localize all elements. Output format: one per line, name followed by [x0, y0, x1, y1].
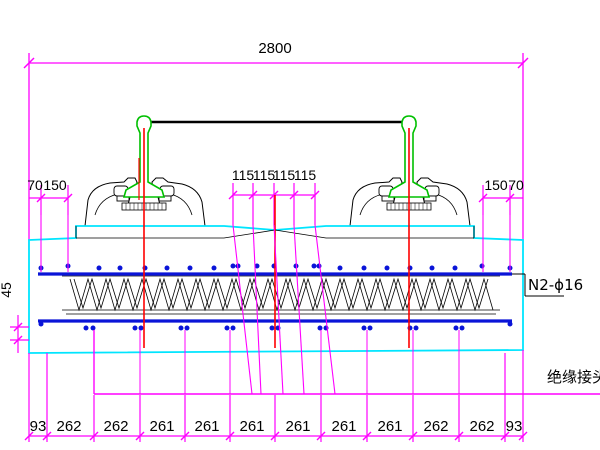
bottom-dim-8: 261	[331, 418, 356, 435]
top-left-dimensions: 70 150	[27, 177, 73, 215]
insulation-label: 绝缘接头	[547, 368, 600, 386]
bottom-dim-2: 262	[56, 418, 81, 435]
dim-115-b: 115	[253, 167, 276, 183]
leader-lines	[40, 215, 511, 395]
dim-70-left: 70	[27, 177, 43, 193]
lattice-truss	[62, 275, 500, 315]
bottom-dim-9: 261	[377, 418, 402, 435]
overall-dimension-label: 2800	[258, 40, 291, 57]
bottom-dim-6: 261	[239, 418, 264, 435]
center-dimensions: 115 115 115 115	[228, 167, 320, 225]
bottom-dim-1: 93	[30, 418, 47, 435]
insulation-joint-callout: 绝缘接头	[93, 330, 600, 395]
red-center-lines	[143, 128, 410, 348]
bottom-dim-11: 262	[469, 418, 494, 435]
bottom-dim-3: 262	[103, 418, 128, 435]
dim-115-c: 115	[273, 167, 296, 183]
dim-70-right: 70	[508, 177, 524, 193]
dim-150-left: 150	[43, 177, 67, 193]
dim-150-right: 150	[484, 177, 508, 193]
side-dimension-45: 45	[0, 282, 29, 353]
bottom-rebar-dots	[38, 321, 513, 331]
bottom-dim-10: 262	[423, 418, 448, 435]
bottom-dimensions: 93 262 262 261 261 261 261 261 261 262 2…	[24, 350, 528, 442]
top-right-dimensions: 150 70	[478, 177, 524, 215]
overall-dimension: 2800	[23, 40, 529, 250]
rebar-label: N2-ϕ16	[528, 276, 583, 294]
bottom-dim-12: 93	[506, 418, 523, 435]
dim-115-a: 115	[232, 167, 255, 183]
dim-115-d: 115	[294, 167, 317, 183]
bottom-leader-lines	[139, 330, 460, 394]
rebar-callout: N2-ϕ16	[512, 273, 583, 297]
bottom-dim-4: 261	[149, 418, 174, 435]
bottom-dim-7: 261	[285, 418, 310, 435]
dim-45: 45	[0, 282, 14, 298]
bottom-dim-5: 261	[194, 418, 219, 435]
